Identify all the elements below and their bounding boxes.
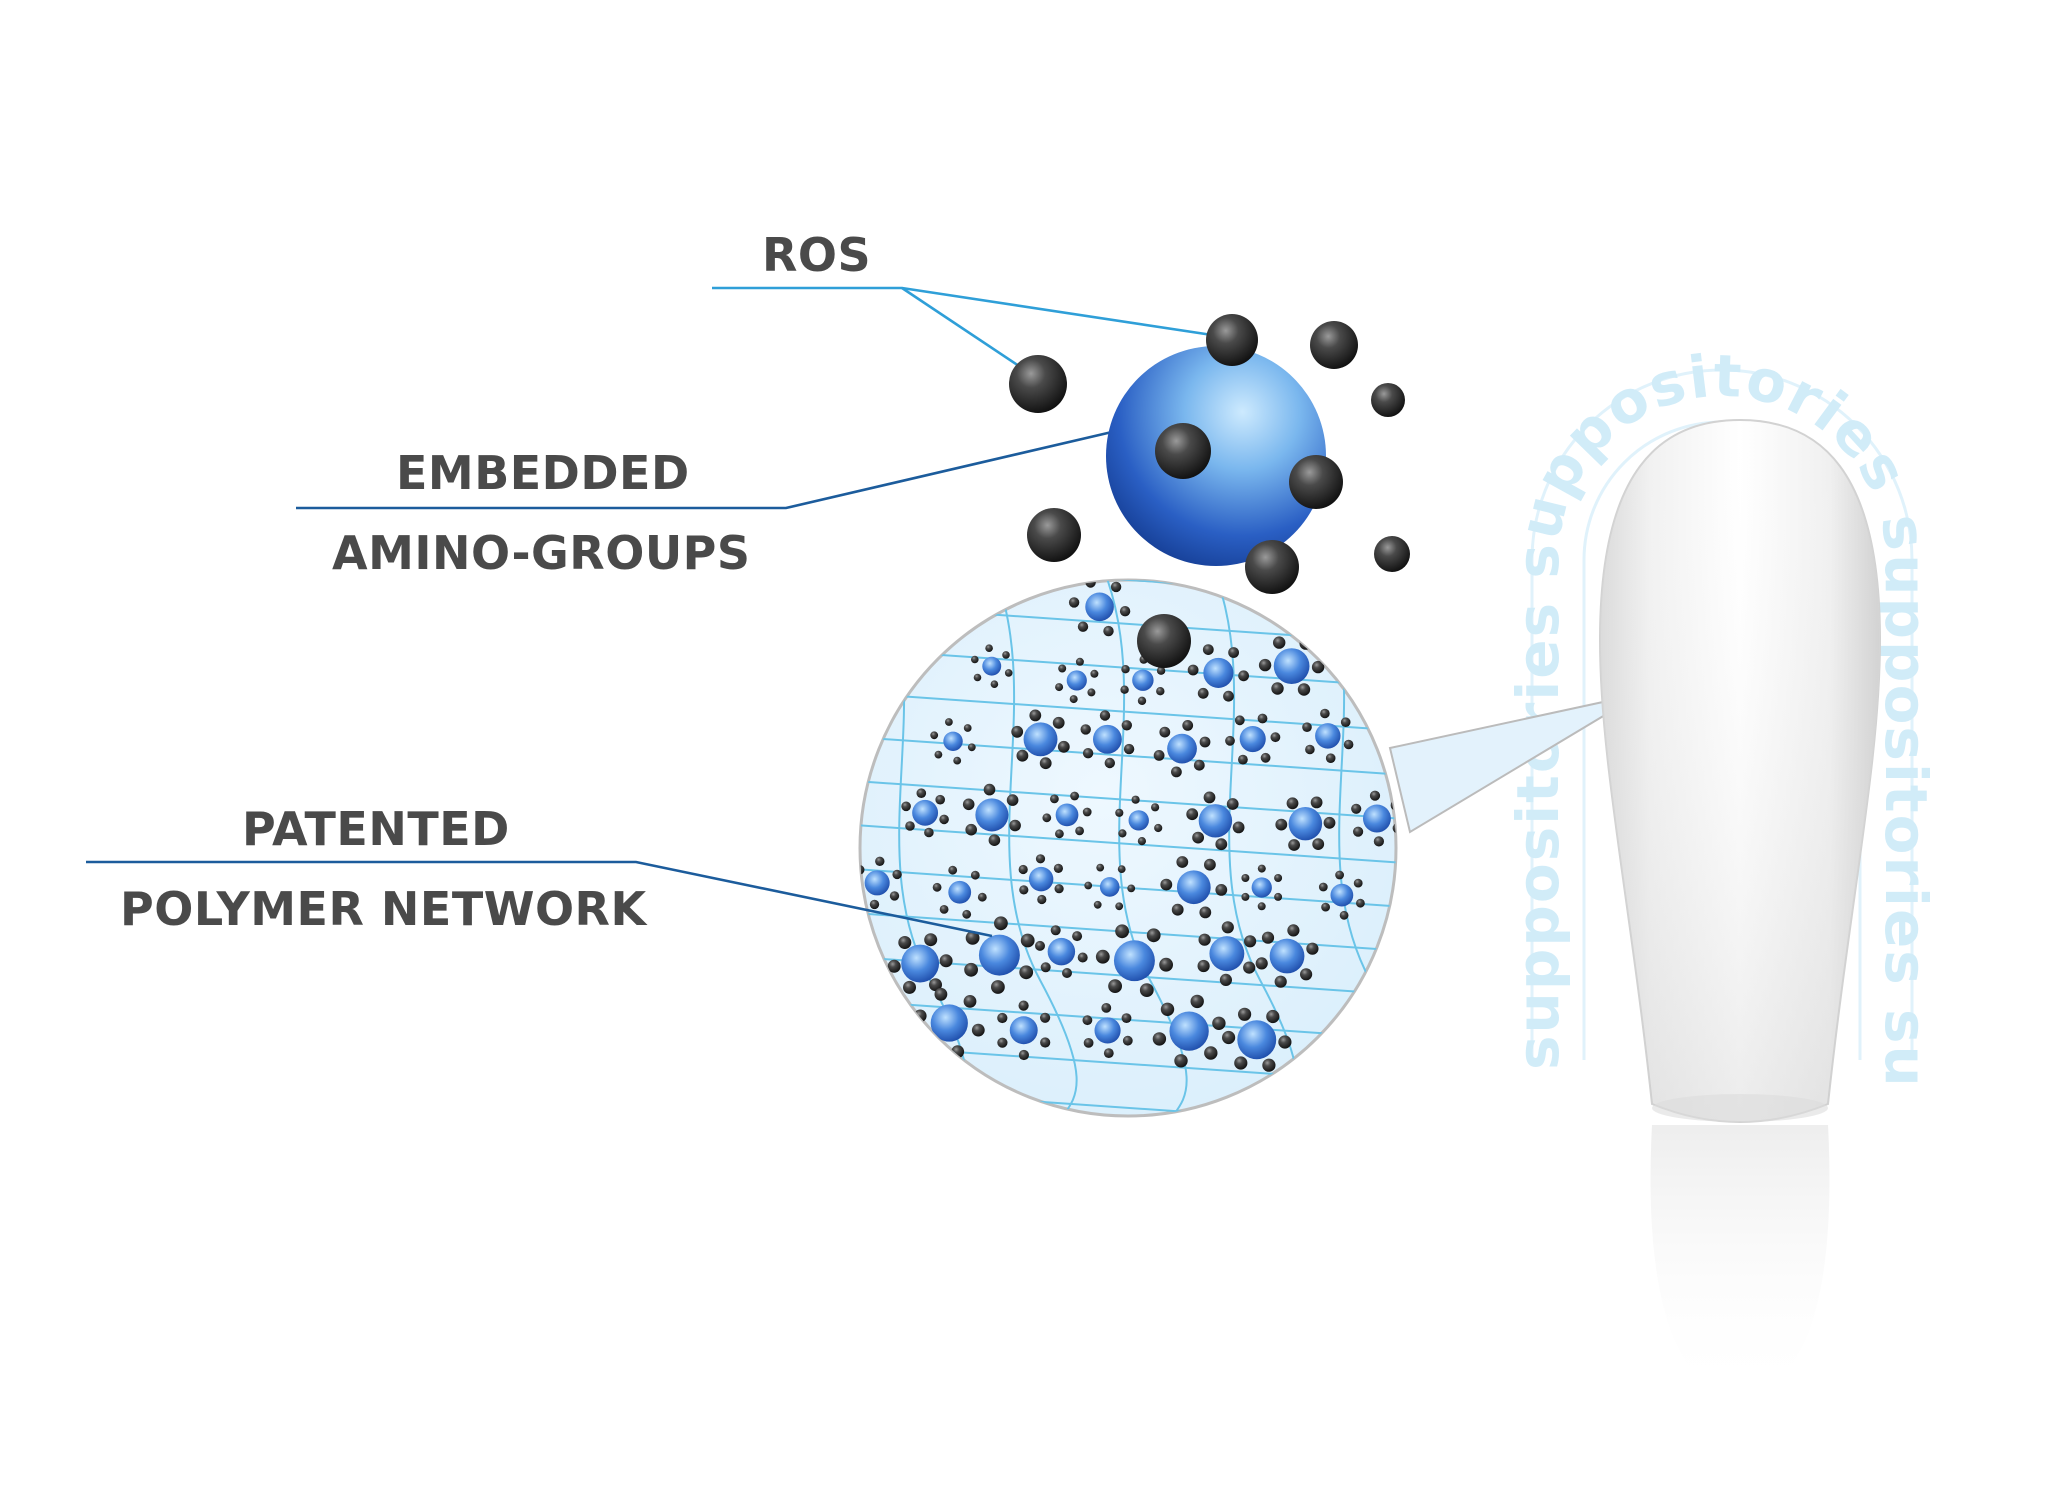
ros-particle-icon — [1374, 536, 1410, 572]
network-molecule-icon — [1255, 924, 1319, 988]
network-molecule-icon — [930, 718, 976, 765]
network-molecule-icon — [1084, 863, 1136, 911]
network-molecule-icon — [1095, 924, 1173, 997]
network-molecule-icon — [1187, 644, 1249, 702]
leader-ros — [712, 286, 1233, 340]
ros-label: ROS — [762, 228, 872, 282]
ros-particles — [1009, 314, 1410, 668]
ros-particle-icon — [1206, 314, 1258, 366]
network-molecule-icon — [1225, 713, 1281, 765]
ros-particle-icon — [1245, 540, 1299, 594]
network-molecule-icon — [1302, 708, 1354, 763]
network-molecule-icon — [1011, 709, 1070, 770]
ros-particle-icon — [1137, 614, 1191, 668]
network-molecule-icon — [1197, 921, 1257, 987]
network-molecule-icon — [860, 856, 902, 910]
network-molecule-icon — [964, 916, 1035, 994]
network-molecule-icon — [1275, 796, 1336, 851]
embedded-label-line2: AMINO-GROUPS — [332, 526, 751, 580]
callout-wedge — [1388, 693, 1641, 834]
network-molecule-icon — [971, 644, 1013, 688]
amino-group-sphere-icon — [1106, 346, 1326, 566]
network-strand — [840, 1132, 1420, 1172]
network-molecule-icon — [1055, 657, 1099, 704]
ros-particle-icon — [1027, 508, 1081, 562]
network-molecule-icon — [1152, 994, 1226, 1068]
network-molecule-icon — [1186, 791, 1245, 851]
leader-lines — [86, 286, 1233, 938]
network-strand — [860, 779, 1396, 821]
network-molecule-icon — [1160, 856, 1228, 919]
network-molecule-icon — [962, 783, 1021, 846]
network-molecule-icon — [1222, 1007, 1292, 1072]
patented-label-line2: POLYMER NETWORK — [120, 882, 647, 936]
network-molecule-icon — [1115, 795, 1163, 846]
network-molecule-icon — [1082, 1003, 1133, 1058]
network-molecule-icon — [997, 1000, 1051, 1061]
network-molecule-icon — [1068, 580, 1131, 637]
network-molecule-icon — [932, 865, 987, 919]
ros-particle-icon — [1371, 383, 1405, 417]
ros-particle-icon — [1009, 355, 1067, 413]
network-strand — [860, 823, 1396, 865]
network-molecule-icon — [1318, 870, 1365, 920]
polymer-network-icon — [840, 578, 1420, 1172]
network-molecule-icon — [1042, 791, 1092, 839]
patented-label-line1: PATENTED — [242, 802, 510, 856]
leader-patented — [86, 860, 993, 938]
ros-particle-icon — [1155, 423, 1211, 479]
network-molecule-icon — [1153, 720, 1211, 778]
network-molecule-icon — [1080, 710, 1135, 769]
ros-particle-icon — [1310, 321, 1358, 369]
network-molecule-icon — [901, 788, 949, 838]
network-strand — [860, 735, 1396, 777]
network-molecule-icon — [1018, 854, 1064, 905]
leader-embedded — [296, 430, 1113, 510]
network-molecule-icon — [887, 933, 953, 994]
network-molecule-icon — [1241, 864, 1283, 911]
ros-particle-icon — [1289, 455, 1343, 509]
suppository-icon — [1598, 418, 1882, 1400]
network-molecule-icon — [1035, 925, 1088, 978]
embedded-label-line1: EMBEDDED — [396, 446, 690, 500]
